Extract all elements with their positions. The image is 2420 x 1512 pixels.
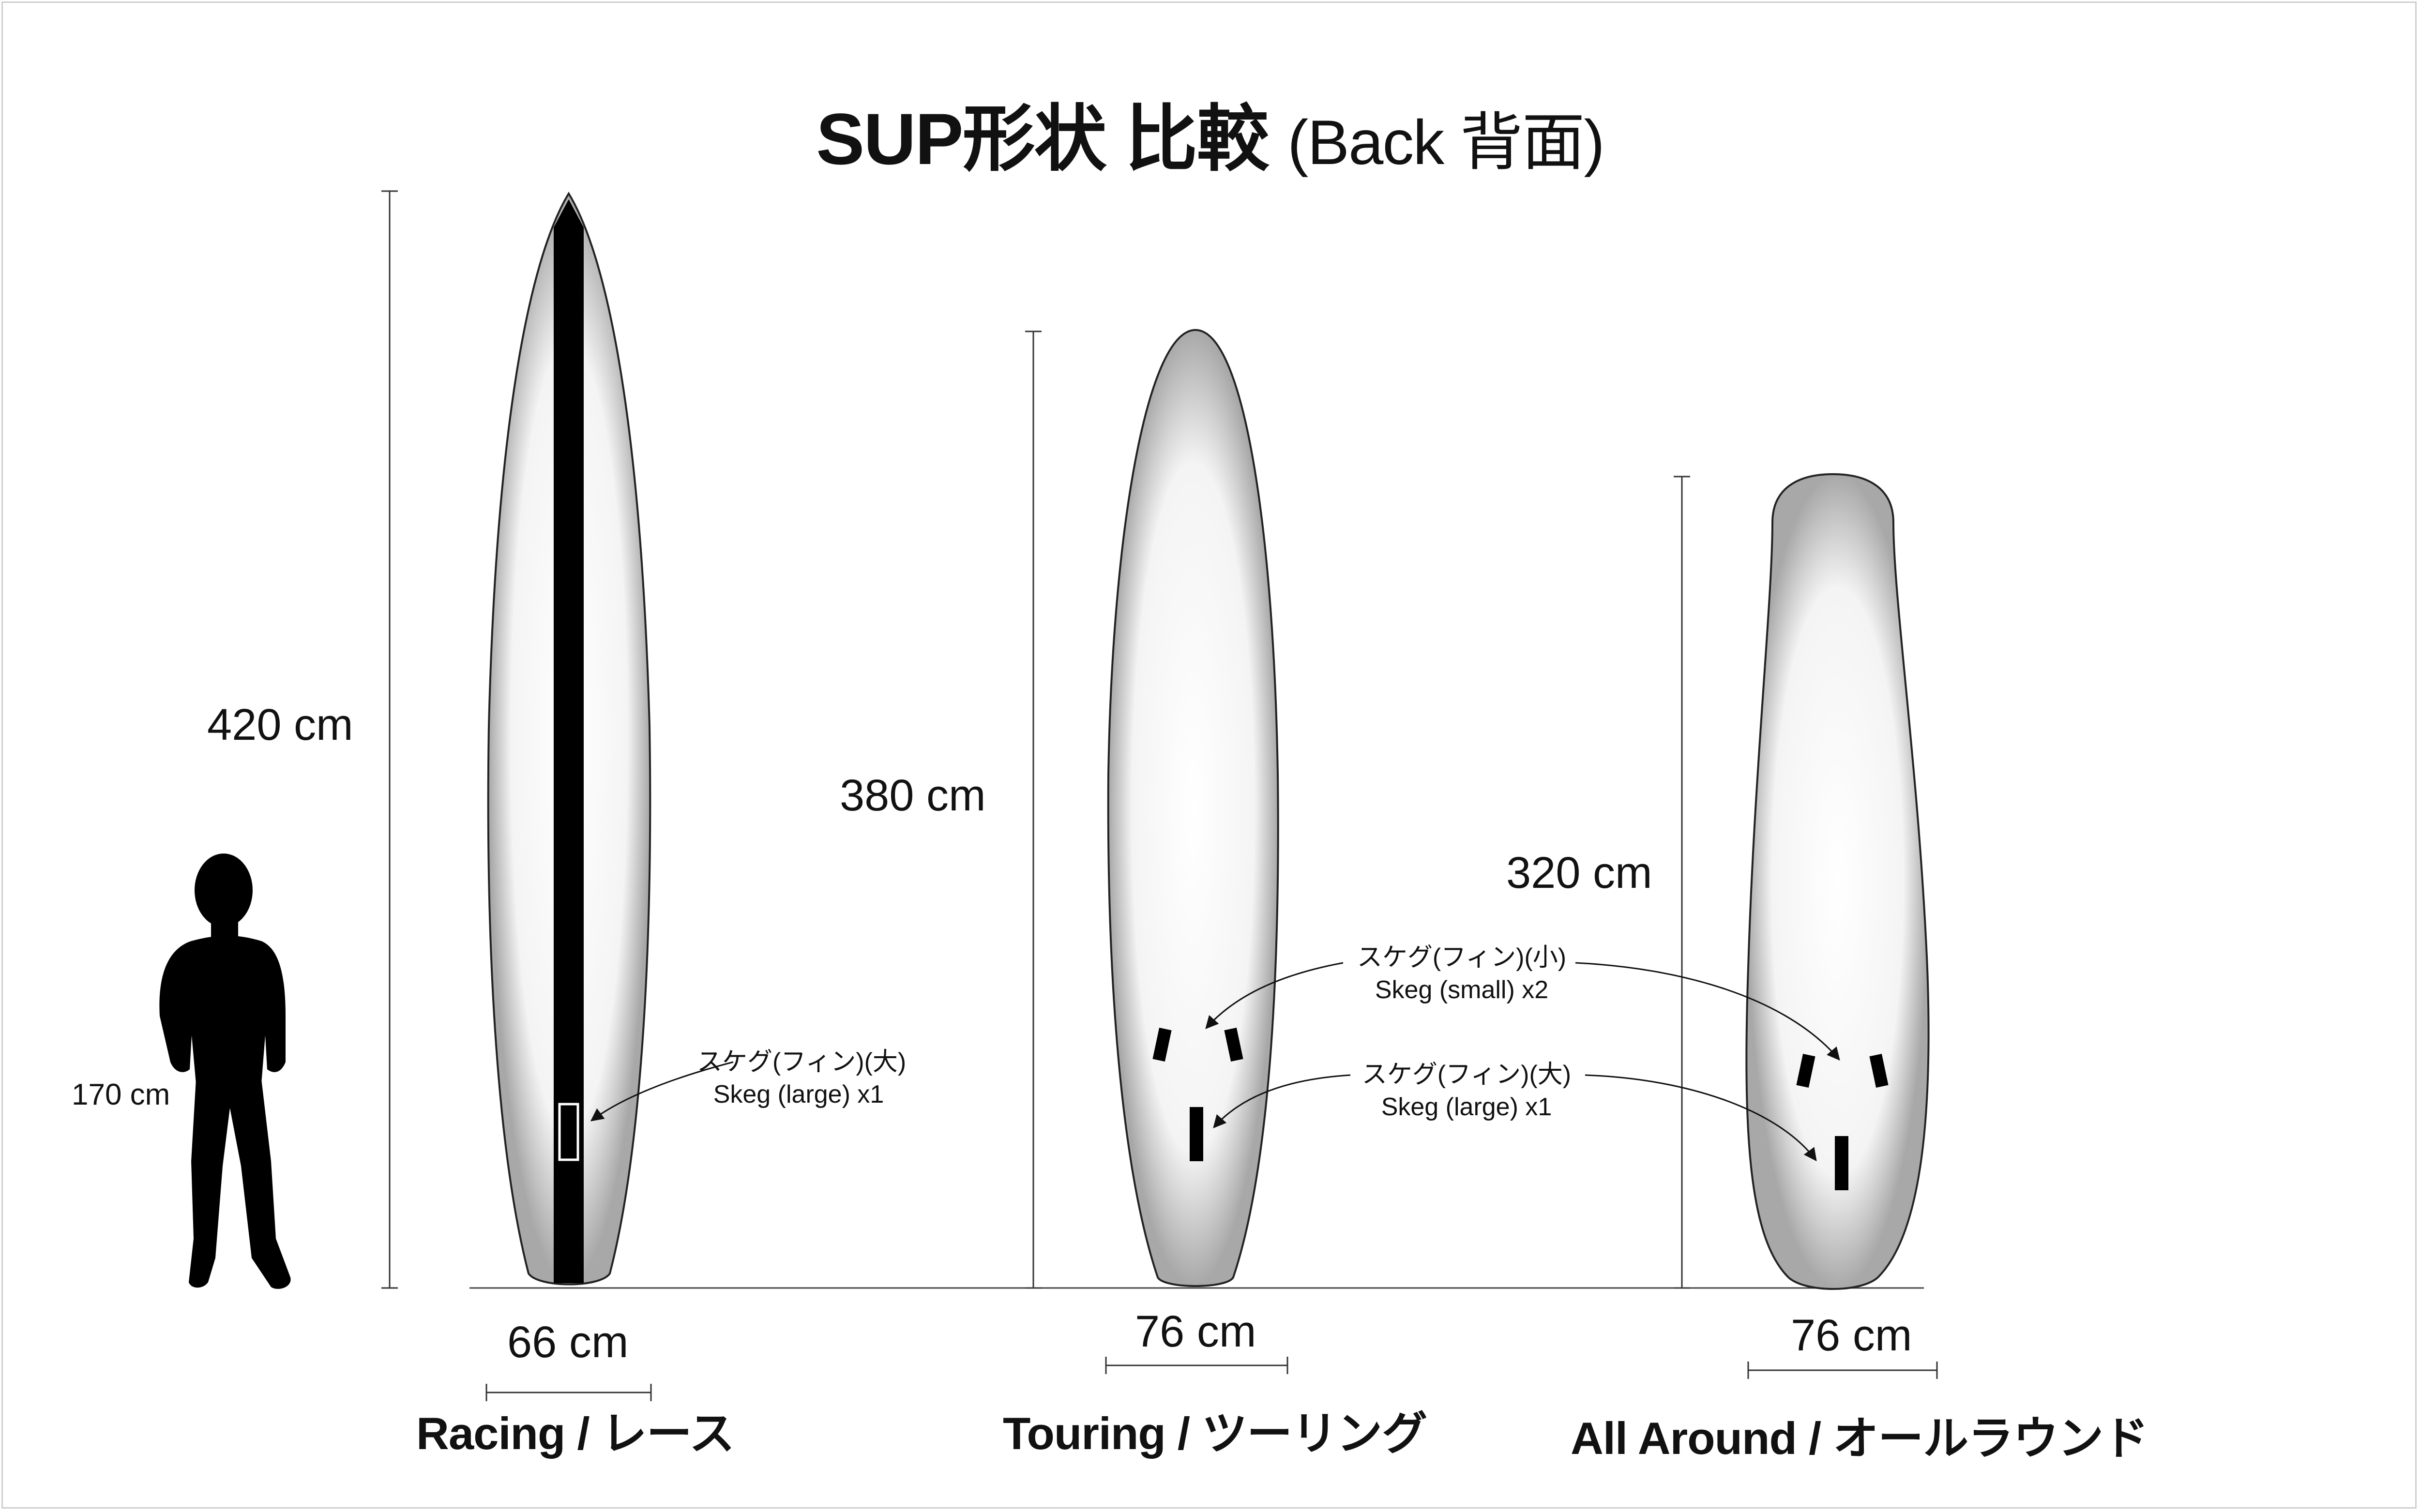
allaround-length-dimension-line [1674, 476, 1690, 1289]
allaround-length-label: 320 cm [1506, 848, 1652, 898]
arrow-allaround-skeg-small [1575, 962, 1840, 1061]
page-title: SUP形状 比較 (Back 背面) [0, 103, 2420, 175]
allaround-width-label: 76 cm [1791, 1311, 1912, 1360]
person-height-label: 170 cm [72, 1078, 170, 1111]
racing-width-label: 66 cm [507, 1317, 629, 1367]
allaround-width-dimension-line [1747, 1362, 1938, 1379]
person-silhouette [159, 853, 291, 1289]
arrow-allaround-skeg-large [1585, 1074, 1817, 1162]
racing-width-dimension-line [485, 1384, 652, 1401]
racing-length-label: 420 cm [207, 700, 353, 749]
arrow-touring-skeg-large [1213, 1074, 1351, 1129]
annotation-skeg-large-en: Skeg (large) x1 [1381, 1093, 1552, 1121]
touring-length-dimension-line [1025, 330, 1042, 1289]
annotation-skeg-small-en: Skeg (small) x2 [1375, 975, 1549, 1004]
racing-center-stripe [554, 199, 584, 1283]
annotation-skeg-large-ja: スケグ(フィン)(大) [1361, 1061, 1572, 1089]
touring-width-dimension-line [1105, 1357, 1288, 1374]
touring-width-label: 76 cm [1135, 1307, 1256, 1356]
annotation-racing-skeg-ja: スケグ(フィン)(大) [697, 1048, 907, 1076]
touring-skeg-large [1190, 1107, 1203, 1161]
annotation-skeg-small: スケグ(フィン)(小) Skeg (small) x2 [1355, 942, 1568, 1006]
allaround-skeg-small-right [1869, 1054, 1889, 1088]
racing-skeg-large [558, 1103, 579, 1161]
allaround-skeg-small-left [1796, 1054, 1815, 1088]
allaround-skeg-large [1835, 1136, 1848, 1190]
touring-length-label: 380 cm [840, 771, 986, 820]
title-main: SUP形状 比較 [816, 98, 1269, 180]
annotation-skeg-small-ja: スケグ(フィン)(小) [1357, 943, 1567, 972]
annotation-racing-skeg-en: Skeg (large) x1 [713, 1080, 884, 1108]
title-sub: (Back 背面) [1287, 107, 1605, 178]
touring-board-label: Touring / ツーリング [1003, 1408, 1427, 1459]
annotation-skeg-large: スケグ(フィン)(大) Skeg (large) x1 [1360, 1059, 1573, 1123]
racing-board-label: Racing / レース [416, 1408, 735, 1459]
allaround-board-label: All Around / オールラウンド [1571, 1413, 2148, 1464]
annotation-racing-skeg: スケグ(フィン)(大) Skeg (large) x1 [697, 1046, 907, 1110]
arrow-racing-skeg [590, 1061, 734, 1122]
touring-skeg-small-left [1152, 1028, 1172, 1062]
touring-skeg-small-right [1224, 1028, 1243, 1062]
racing-length-dimension-line [381, 190, 398, 1289]
arrow-touring-skeg-small [1205, 962, 1344, 1030]
